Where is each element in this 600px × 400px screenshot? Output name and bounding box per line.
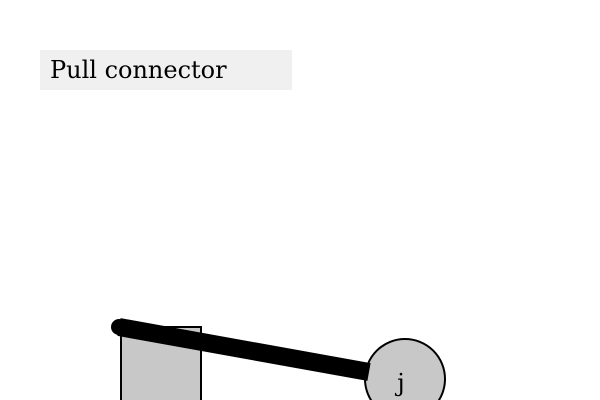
connector-drag-handle[interactable] <box>111 319 127 335</box>
connector-line[interactable] <box>117 318 371 381</box>
circle-node-label: j <box>394 369 404 397</box>
circle-node-j[interactable]: j <box>364 338 446 400</box>
task-instruction: Pull connector <box>40 50 292 90</box>
circle-node-shape[interactable] <box>364 338 446 400</box>
